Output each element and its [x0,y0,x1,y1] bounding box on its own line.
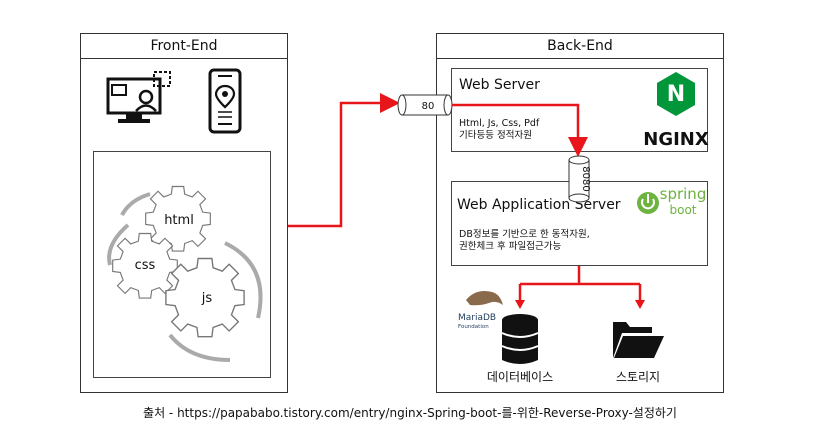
web-server-title: Web Server [459,77,540,93]
was-desc-2: 권한체크 후 파일접근가능 [459,241,562,252]
frontend-title: Front-End [81,34,287,59]
port-8080-cylinder [568,155,590,203]
db-arrowhead [515,300,525,309]
proxy-arrow [452,103,588,157]
storage-arrowhead [635,300,645,309]
desktop-user-icon [106,71,171,123]
gear-rotation-arcs [107,192,263,362]
nginx-logo-icon: N [657,72,695,116]
web-server-desc-1: Html, Js, Css, Pdf [459,118,540,129]
mariadb-logo-sub: Foundation [458,324,489,330]
port-8080-label: 8080 [580,166,591,191]
mariadb-logo-text: MariaDB [458,313,496,323]
spring-logo-text: spring [660,185,707,203]
nginx-logo-text: NGINX [643,129,709,150]
database-icon [501,314,539,364]
spring-boot-logo-icon [637,192,659,214]
boot-logo-text: boot [669,203,696,217]
gear-js-label: js [201,291,213,306]
mobile-location-icon [208,68,242,134]
web-server-desc-2: 기타등등 정적자원 [459,130,532,141]
gear-css-label: css [135,258,156,273]
gear-html-label: html [164,213,194,228]
mariadb-seal-icon [466,291,503,306]
was-desc-1: DB정보를 기반으로 한 동적자원, [459,229,590,240]
source-caption: 출처 - https://papababo.tistory.com/entry/… [143,406,677,420]
nginx-logo-letter: N [667,82,685,107]
port-80-label: 80 [422,101,435,112]
was-to-storage-arrows [518,266,642,302]
port-80-cylinder [397,94,453,116]
request-arrow [288,93,400,228]
storage-label: 스토리지 [616,370,660,384]
backend-title: Back-End [437,34,723,59]
database-label: 데이터베이스 [487,370,553,384]
folder-open-icon [613,322,664,358]
